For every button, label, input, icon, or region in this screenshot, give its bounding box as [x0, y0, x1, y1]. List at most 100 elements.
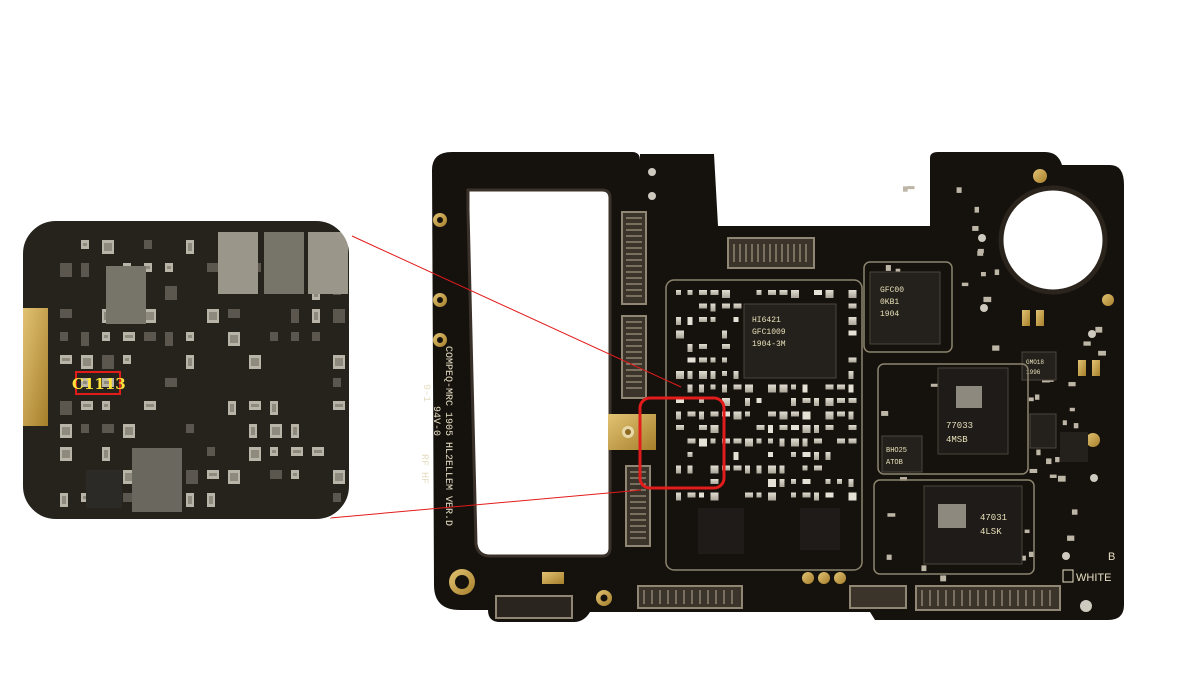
color-marker: WHITE — [1062, 569, 1111, 584]
zoom-inset — [22, 220, 350, 520]
silk-line-3: RF HF — [418, 454, 429, 484]
passive-component — [733, 317, 739, 322]
inset-passive-body — [125, 473, 133, 481]
inset-passive — [144, 332, 156, 341]
inset-passive-body — [62, 450, 70, 458]
inset-passive — [312, 332, 320, 341]
passive-component — [802, 425, 811, 433]
inset-passive — [291, 309, 299, 323]
passive-component — [676, 492, 681, 501]
passive-component — [791, 452, 796, 457]
gold-pad-pairs — [542, 310, 1100, 584]
passive-component — [848, 438, 857, 444]
passive-component — [710, 479, 719, 484]
passive-component — [676, 330, 684, 339]
inset-passive-body — [251, 358, 259, 366]
passive-component — [699, 492, 704, 498]
passive-component — [1021, 555, 1026, 561]
svg-text:1904: 1904 — [880, 310, 899, 319]
inset-passive — [81, 424, 89, 433]
inset-passive-body — [62, 358, 70, 361]
inset-passive-body — [230, 335, 238, 343]
silk-line-1: COMPEQ-MRC 1905 HL2ELLEM VER.D — [442, 346, 453, 526]
inset-passive — [60, 263, 72, 277]
svg-text:4LSK: 4LSK — [980, 527, 1002, 537]
passive-component — [814, 425, 819, 433]
passive-component — [756, 290, 762, 295]
passive-component — [848, 479, 854, 487]
passive-component — [848, 317, 857, 325]
inset-passive — [60, 309, 72, 318]
passive-component — [983, 296, 992, 303]
inset-passive-body — [188, 496, 192, 504]
passive-component — [791, 492, 796, 498]
silk-line-2: 94V-0 — [430, 406, 441, 436]
passive-component — [814, 438, 822, 444]
inset-passive — [144, 240, 152, 249]
svg-text:1904-3M: 1904-3M — [752, 340, 786, 349]
passive-component — [791, 290, 799, 298]
svg-text:1996: 1996 — [1026, 369, 1041, 376]
inset-passive — [270, 470, 282, 479]
passive-component — [745, 398, 750, 406]
inset-passive-body — [272, 427, 280, 435]
passive-component — [791, 384, 796, 390]
passive-component — [710, 290, 719, 295]
passive-component — [699, 384, 704, 393]
passive-component — [825, 398, 834, 406]
svg-text:GFC1009: GFC1009 — [752, 328, 786, 337]
passive-component — [699, 371, 707, 379]
passive-component — [1029, 468, 1038, 473]
inset-passive — [207, 447, 215, 456]
passive-component — [1049, 474, 1057, 478]
passive-component — [722, 398, 730, 406]
passive-component — [791, 425, 799, 430]
passive-component — [902, 186, 908, 192]
passive-component — [791, 411, 799, 417]
passive-component — [930, 383, 939, 387]
inset-passive-body — [272, 404, 276, 412]
passive-component — [907, 186, 915, 190]
passive-component — [768, 492, 776, 501]
pmu-chip: GFC00 0KB1 1904 — [869, 271, 941, 345]
passive-component — [676, 465, 681, 474]
inset-passive-body — [251, 450, 259, 458]
passive-component — [687, 384, 693, 393]
passive-component — [756, 492, 762, 498]
inset-passive-body — [125, 335, 133, 338]
passive-component — [733, 452, 739, 460]
passive-component — [687, 357, 696, 363]
inset-passive-body — [104, 381, 112, 384]
dark-ic-right — [1060, 432, 1088, 462]
passive-component — [676, 411, 681, 420]
passive-component — [687, 438, 696, 444]
passive-component — [687, 290, 693, 295]
inset-passive-body — [314, 312, 318, 320]
inset-passive-body — [104, 450, 108, 458]
passive-component — [710, 303, 716, 312]
inset-passive-body — [83, 404, 91, 407]
soc-chip: HI6421 GFC1009 1904-3M — [743, 303, 837, 379]
passive-component — [687, 344, 693, 352]
passive-component — [710, 317, 716, 322]
passive-component — [722, 384, 727, 393]
svg-text:BHO25: BHO25 — [886, 447, 907, 455]
passive-component — [1028, 397, 1034, 402]
passive-component — [1024, 529, 1030, 534]
inset-passive-body — [188, 358, 192, 366]
inset-passive-body — [335, 404, 343, 407]
inset-passive-body — [125, 427, 133, 435]
passive-component — [779, 384, 788, 393]
passive-component — [710, 425, 719, 433]
inset-passive-body — [125, 358, 129, 361]
passive-component — [1073, 423, 1079, 429]
inset-passive-body — [146, 404, 154, 407]
svg-text:0KB1: 0KB1 — [880, 298, 899, 307]
passive-component — [1055, 456, 1060, 463]
passive-component — [779, 465, 785, 474]
inset-passive-body — [209, 496, 213, 504]
passive-component — [699, 398, 704, 403]
small-ic-3 — [1029, 413, 1057, 449]
passive-component — [699, 425, 707, 430]
